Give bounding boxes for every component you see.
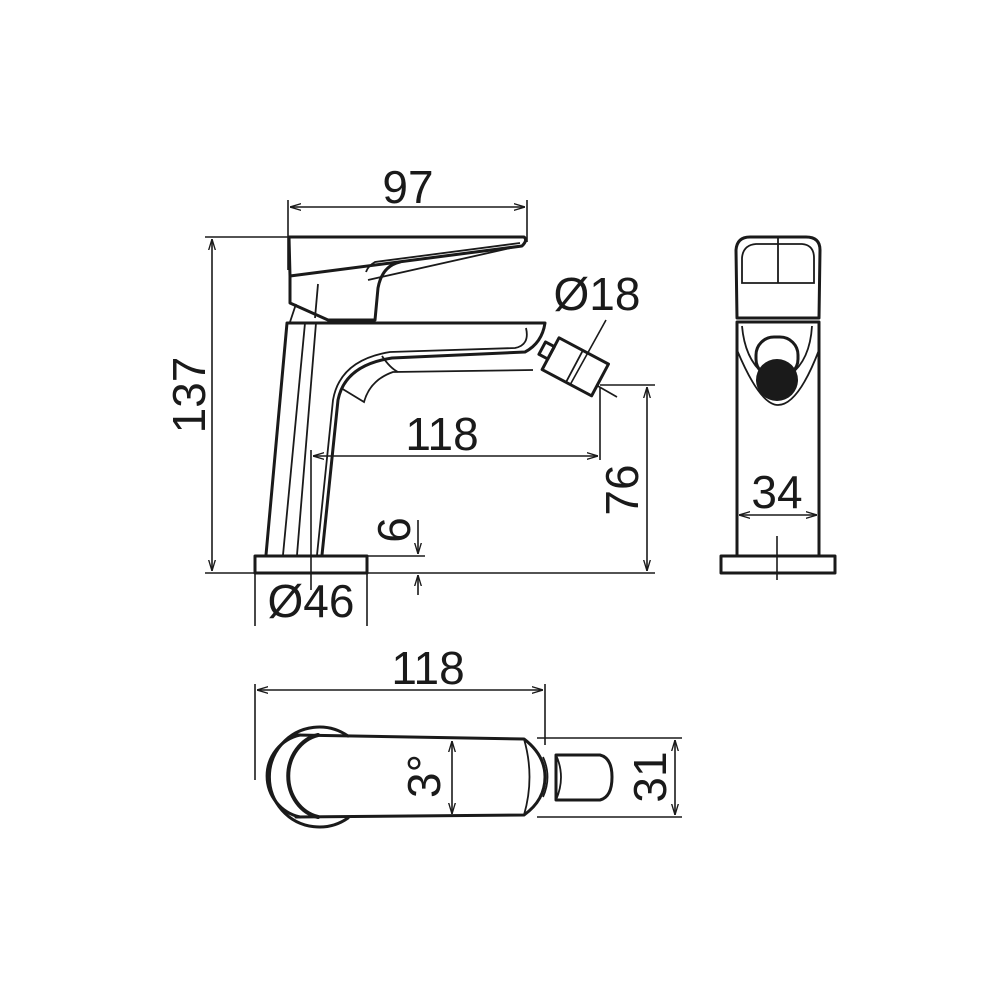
bidet-nozzle	[537, 336, 610, 398]
top-base-circle	[267, 725, 350, 829]
height-137-label: 137	[163, 357, 215, 434]
nozzle-diameter-18-label: Ø18	[554, 268, 641, 320]
front-handle	[734, 235, 822, 320]
top-handle	[294, 733, 547, 819]
reach-118-label: 118	[405, 408, 478, 460]
front-view: 34	[719, 235, 837, 580]
top-view: 118 3° 31	[254, 642, 682, 829]
faucet-body	[264, 321, 547, 557]
base-diameter-46-label: Ø46	[268, 575, 355, 627]
front-base	[719, 554, 837, 575]
top-length-118-label: 118	[391, 642, 464, 694]
nozzle-height-76-label: 76	[596, 464, 648, 515]
handle-body	[288, 260, 402, 322]
top-width-31-label: 31	[624, 751, 676, 802]
top-nozzle	[554, 753, 614, 802]
angle-3-label: 3°	[398, 754, 450, 798]
body-width-34-label: 34	[751, 466, 802, 518]
lever-handle	[287, 235, 528, 278]
nozzle-outlet	[756, 359, 798, 401]
side-view: 97 137 118 76 Ø18 6 Ø46	[163, 161, 655, 627]
base-thickness-6-label: 6	[368, 517, 420, 543]
width-97-label: 97	[382, 161, 433, 213]
